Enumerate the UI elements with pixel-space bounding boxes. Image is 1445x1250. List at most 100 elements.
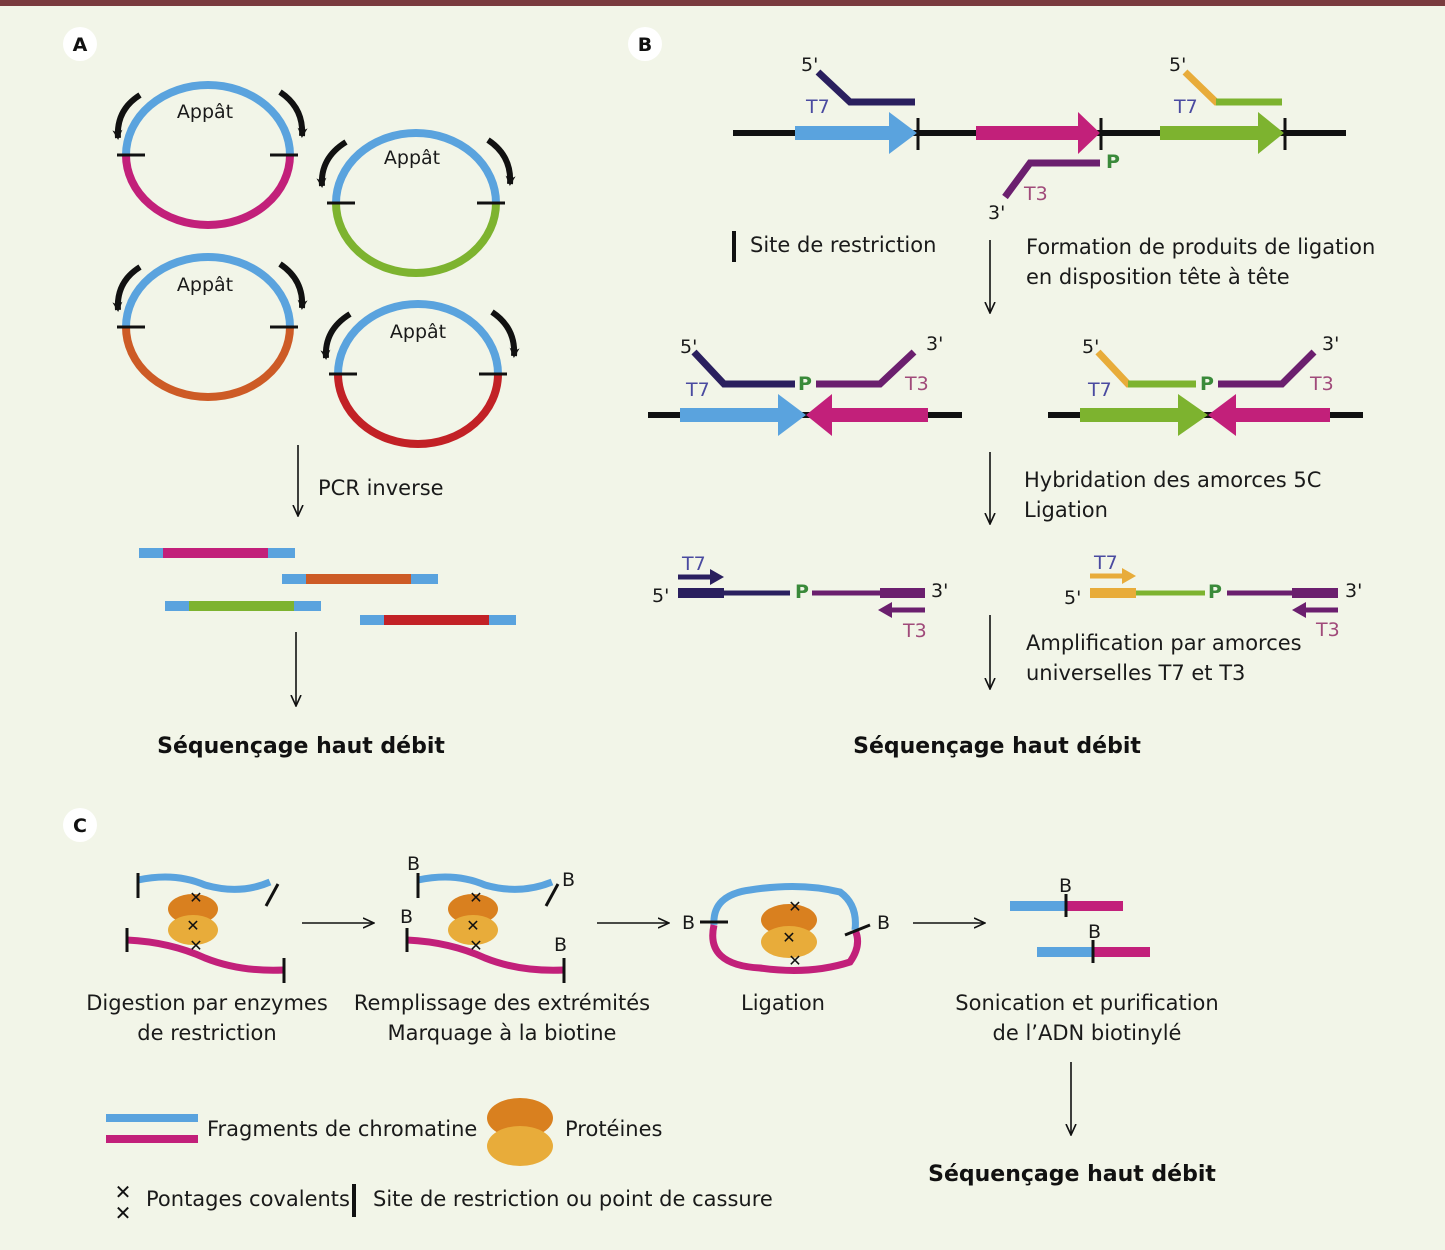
- step3-ligation: ✕ ✕ ✕: [700, 882, 871, 974]
- biotin-label: B: [562, 869, 575, 891]
- legend-chromatin-label: Fragments de chromatine: [207, 1117, 477, 1141]
- t7-label: T7: [685, 379, 710, 401]
- t3-label: T3: [1023, 183, 1048, 205]
- chromatin-magenta-swatch: [106, 1135, 198, 1143]
- svg-text:✕: ✕: [469, 936, 482, 955]
- curved-arrow-icon: [112, 264, 142, 312]
- legend-crosslinks: ✕ ✕ Pontages covalents: [115, 1180, 350, 1225]
- ligation-product-left: [648, 349, 962, 436]
- biotin-label: B: [554, 934, 567, 956]
- t3-label: T3: [1309, 373, 1334, 395]
- t7-label: T7: [1173, 96, 1198, 118]
- sequencing-label-c: Séquençage haut débit: [928, 1162, 1216, 1187]
- three-prime-label: 3': [1322, 333, 1339, 355]
- t3-primer: [1002, 159, 1100, 200]
- protein-icon: [487, 1098, 553, 1138]
- svg-text:✕: ✕: [189, 936, 202, 955]
- phosphate-label: P: [795, 581, 809, 603]
- svg-text:✕: ✕: [189, 888, 202, 907]
- phosphate-label: P: [798, 373, 812, 395]
- step4-caption-line2: de l’ADN biotinylé: [993, 1021, 1182, 1045]
- biotin-label: B: [400, 906, 413, 928]
- panel-letter-c: C: [73, 815, 87, 837]
- sequencing-label-b: Séquençage haut débit: [853, 734, 1141, 759]
- svg-text:✕: ✕: [788, 897, 801, 916]
- panel-letter-b: B: [638, 34, 652, 56]
- curved-arrow-icon: [112, 92, 142, 140]
- legend-proteins: Protéines: [487, 1098, 662, 1166]
- five-prime-label: 5': [680, 336, 697, 358]
- step4-caption-line1: Sonication et purification: [955, 991, 1218, 1015]
- top-dna-strand: [733, 112, 1346, 154]
- circle-magenta: Appât: [112, 81, 308, 229]
- five-prime-label: 5': [652, 585, 669, 607]
- svg-text:✕: ✕: [186, 916, 199, 935]
- ligation-product-right: [1048, 349, 1363, 436]
- t3-label: T3: [904, 373, 929, 395]
- amplicon-right: [1090, 568, 1338, 618]
- step1-digestion: ✕ ✕ ✕: [125, 873, 286, 983]
- chromatin-blue-swatch: [106, 1114, 198, 1122]
- formation-text-line2: en disposition tête à tête: [1026, 265, 1290, 289]
- five-prime-label: 5': [1169, 54, 1186, 76]
- step2-biotin: ✕ ✕ ✕: [405, 873, 566, 983]
- curved-arrow-icon: [316, 139, 348, 188]
- svg-text:✕: ✕: [115, 1201, 132, 1225]
- step3-caption: Ligation: [741, 991, 825, 1015]
- amplification-text-line1: Amplification par amorces: [1026, 631, 1302, 655]
- biotin-label: B: [1059, 875, 1072, 897]
- restriction-site-legend: Site de restriction: [750, 233, 936, 257]
- curved-arrow-icon: [320, 311, 352, 360]
- curved-arrow-icon: [486, 137, 516, 186]
- step2-caption-line1: Remplissage des extrémités: [354, 991, 650, 1015]
- circle-orange: Appât: [112, 253, 308, 401]
- amplification-text-line2: universelles T7 et T3: [1026, 661, 1245, 685]
- step4-sonication: [1010, 894, 1150, 963]
- linear-fragments: [139, 548, 516, 625]
- panel-badge-b: B: [628, 27, 662, 61]
- step1-caption-line2: de restriction: [137, 1021, 276, 1045]
- three-prime-label: 3': [931, 580, 948, 602]
- svg-text:✕: ✕: [466, 916, 479, 935]
- step1-caption-line1: Digestion par enzymes: [86, 991, 328, 1015]
- three-prime-label: 3': [1345, 580, 1362, 602]
- legend-crosslinks-label: Pontages covalents: [146, 1187, 350, 1211]
- crosslink-icon: ✕: [115, 1180, 132, 1204]
- biotin-label: B: [407, 853, 420, 875]
- bait-label: Appât: [177, 101, 233, 123]
- three-prime-label: 3': [926, 333, 943, 355]
- amplicon-left: [678, 569, 925, 618]
- curved-arrow-icon: [278, 89, 308, 138]
- panel-letter-a: A: [73, 34, 88, 56]
- circle-red: Appât: [320, 300, 520, 448]
- t3-label: T3: [1315, 619, 1340, 641]
- circle-green: Appât: [316, 129, 516, 277]
- phosphate-label: P: [1106, 151, 1120, 173]
- top-border: [0, 0, 1445, 6]
- hybridization-text-line2: Ligation: [1024, 498, 1108, 522]
- curved-arrow-icon: [278, 261, 308, 310]
- t7-label: T7: [805, 96, 830, 118]
- biotin-label: B: [1088, 921, 1101, 943]
- five-prime-label: 5': [801, 54, 818, 76]
- panel-badge-a: A: [63, 27, 97, 61]
- t7-label: T7: [1087, 379, 1112, 401]
- panel-badge-c: C: [63, 808, 97, 842]
- t7-primer-yellow: [1182, 69, 1282, 106]
- legend-site: Site de restriction ou point de cassure: [352, 1184, 773, 1217]
- t7-label: T7: [1093, 552, 1118, 574]
- legend-site-label: Site de restriction ou point de cassure: [373, 1187, 773, 1211]
- phosphate-label: P: [1208, 581, 1222, 603]
- t7-label: T7: [681, 553, 706, 575]
- pcr-label: PCR inverse: [318, 476, 444, 500]
- step2-caption-line2: Marquage à la biotine: [388, 1021, 617, 1045]
- t3-label: T3: [902, 620, 927, 642]
- legend-proteins-label: Protéines: [565, 1117, 662, 1141]
- biotin-label: B: [682, 912, 695, 934]
- svg-text:✕: ✕: [788, 951, 801, 970]
- biotin-label: B: [877, 912, 890, 934]
- formation-text-line1: Formation de produits de ligation: [1026, 235, 1375, 259]
- five-prime-label: 5': [1064, 587, 1081, 609]
- three-prime-label: 3': [988, 202, 1005, 224]
